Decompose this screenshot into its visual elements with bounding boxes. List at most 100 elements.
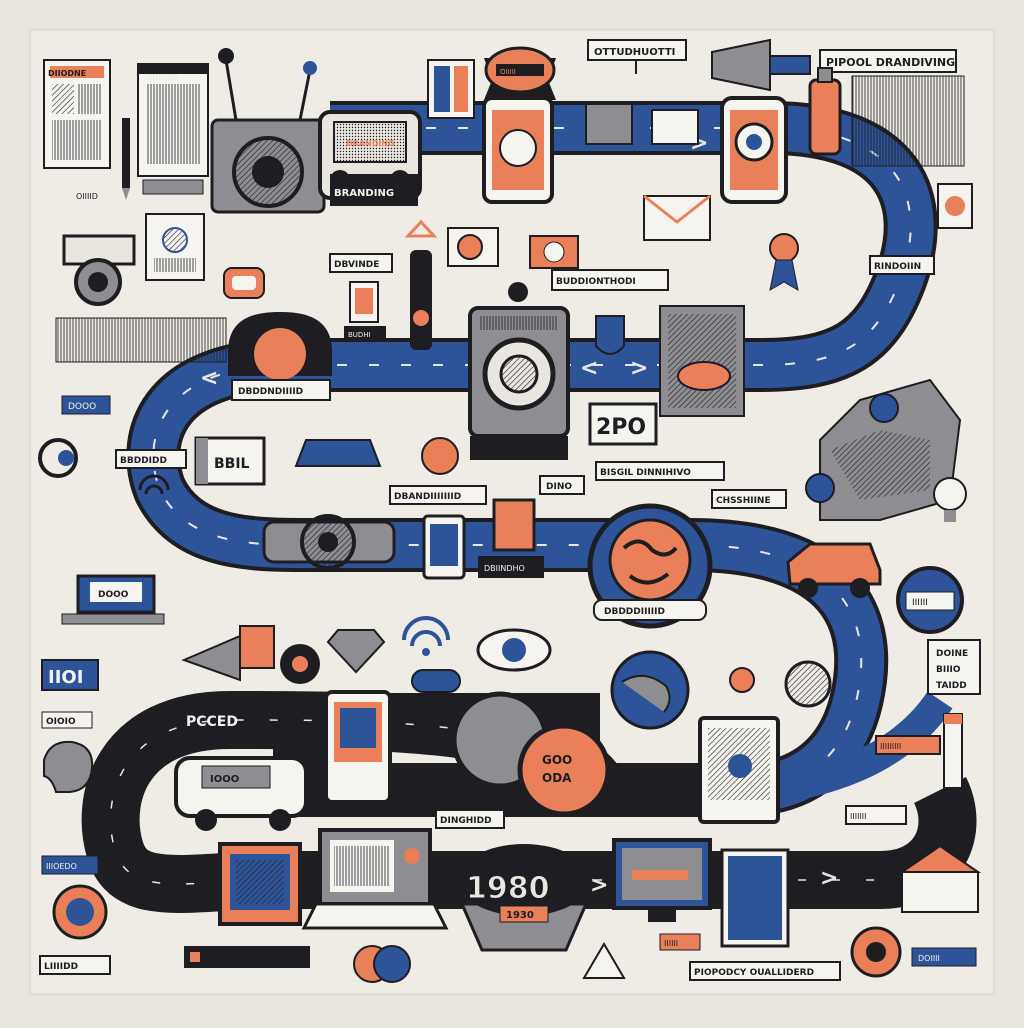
dbvinde-label: DBVINDE [334,260,379,270]
mid-center-sign [551,269,669,291]
oioio-text: OIOIO [46,717,76,727]
wine-bottle-icon [404,219,438,350]
sun-sign-label: DBDDNDIIIID [238,387,303,397]
modern-monitor-icon [612,838,712,922]
leftcol-sign-2-text: IIIOEDO [46,862,77,871]
ribbon-badge-text: OIIIII [500,68,516,76]
dino-sign-text: DINO [546,482,572,492]
bulb-dark-icon [280,644,320,684]
year-box-2po [588,402,658,446]
chshine-sign [711,489,787,509]
small-bottom-tag [659,933,701,951]
globe-lower-icon [610,650,690,730]
title-top-center: OTTUDHUOTTI [594,47,675,58]
coin-text-line1: GOO [542,753,572,767]
lightbulb-icon-right [933,477,967,522]
vintage-bus-icon [174,756,308,831]
mid-center-label: BUDDIONTHODI [556,277,636,287]
year-1980-badge [458,844,590,952]
ring-right-tag-text: DOIIII [918,954,940,963]
center-sign-text: DBANDIIIIIIID [394,492,461,502]
right-col-line2: BIIIO [936,665,961,675]
center-sign [389,485,487,505]
bottom-left-tag-text: IIOI [48,667,83,688]
book-icon-bottom [720,848,790,948]
projector-icon [62,234,136,306]
diamond-icon [326,629,386,674]
small-phone-icon [344,281,386,340]
mid-right-sign [595,461,725,481]
pen-icon [122,118,130,200]
newspaper-stack-right [659,305,745,417]
title-sign-right [819,49,957,73]
radio-icon [318,110,422,206]
portrait-head-icon [43,740,94,793]
building-icon-right [898,844,982,913]
monitor-icon-top [585,103,699,145]
pencil-sign [875,735,941,755]
eye-icon-mid [476,628,552,672]
phone-mid-label: DBIINDHO [484,564,525,573]
right-col-line1: DOINE [936,649,968,659]
laptop-mid-icon [294,439,382,467]
megaphone-lower-icon [181,625,275,682]
ribbon-badge-icon [484,46,556,100]
retro-tv-icon [218,842,302,926]
orange-badge-left [223,267,265,299]
globe-badge-icon [587,503,713,629]
ruled-panel-right [851,75,965,167]
gear-pile-right [729,660,832,708]
title-top-right: PIPOOL DRANDIVING [826,56,955,69]
road-bottom-label: PCCED [186,714,238,730]
striped-panel-left [55,317,227,363]
phone-icon-right [720,96,788,204]
signboard-bbil-text: BBIL [214,456,250,472]
central-camera-icon [468,282,570,460]
scroll-tag: ODDIIIG [146,73,178,82]
eye-icon-left [38,438,78,478]
mid-right-sign-text: BISGIL DINNIHIVO [600,468,691,478]
vintage-car-icon [262,514,396,570]
road-arrow-3: < [580,356,598,381]
road-arrows: > > < < > > [200,131,838,898]
dbvinde-sign [329,253,393,273]
left-mid-sign [115,449,187,469]
radio-branding-label: BRANDING [334,188,394,199]
footer-sign-text: PIOPODCY OUALLIDERD [694,968,814,978]
circles-bottom [353,945,411,983]
wifi-icon-left [138,474,170,495]
shield-icon-mid [595,315,625,355]
laptop-left-icon [61,574,165,625]
vintage-camera-icon [210,48,326,214]
road-right-sign-text: IIIIIII [850,812,867,821]
magnifier-coin-icon [451,691,632,817]
envelope-icon [643,194,711,241]
pencil-sign-text: IIIIIIIII [880,742,901,751]
pill-sign [411,669,461,693]
machinery-pile-icon [805,378,962,521]
phone-mid-icon-2 [478,498,544,578]
road-arrow-5: > [820,866,838,891]
year-1930-text: 1930 [506,910,534,921]
blue-tag-left [61,395,111,415]
leftcol-sign-2 [41,855,99,875]
globe-badge-label: DBDDDIIIIID [604,607,665,617]
scroll-document-icon [137,63,209,195]
radio-screen-text: DRANDING [346,139,395,148]
pyramid-icon [582,942,626,979]
bus-window-text: IOOO [210,774,239,785]
tablet-icon-top [427,59,475,119]
retro-computer-icon [301,828,449,930]
bottle-icon-top [808,67,842,156]
orange-circle-mid [421,437,459,475]
ring-right-tag [911,947,977,967]
newspaper-tag: DIIODNE [48,69,86,78]
tv-icon-center [447,227,499,267]
year-1980-text: 1980 [466,871,550,906]
pencil-icon-right [943,713,963,804]
phone-icon-lower [324,690,392,804]
dinghd-text: DINGHIDD [440,816,492,826]
leftcol-sign-3-text: LIIIIDD [44,962,78,972]
